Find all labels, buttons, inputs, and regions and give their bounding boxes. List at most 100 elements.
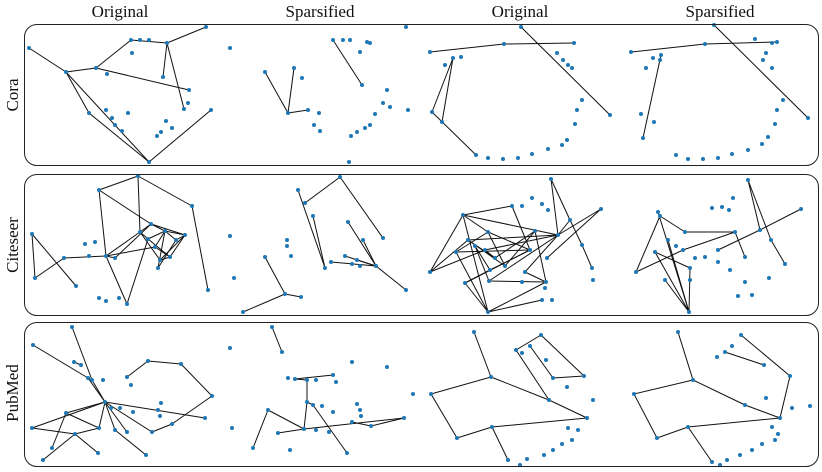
graph-node: [179, 362, 183, 366]
graph-edge: [429, 239, 469, 273]
graph-node: [455, 436, 459, 440]
graph-node: [289, 254, 293, 258]
graph-node: [138, 230, 142, 234]
graph-node: [187, 88, 191, 92]
graph-node: [170, 126, 174, 130]
graph-node: [299, 295, 303, 299]
graph-node: [730, 152, 734, 156]
graph-edge: [779, 375, 791, 419]
graph-node: [118, 406, 122, 410]
graph-node: [743, 403, 747, 407]
graph-node: [474, 153, 478, 157]
graph-node: [472, 330, 476, 334]
graph-node: [556, 233, 560, 237]
graph-node: [608, 113, 612, 117]
graph-node: [658, 58, 662, 62]
graph-node: [300, 76, 304, 80]
graph-node: [523, 270, 527, 274]
graph-edge: [630, 43, 706, 53]
graph-edge: [88, 112, 150, 163]
graph-node: [764, 396, 768, 400]
graph-edge: [105, 246, 156, 257]
graph-node: [283, 292, 287, 296]
graph-edge: [429, 249, 486, 273]
graph-node: [451, 56, 455, 60]
graph-node: [488, 268, 492, 272]
graph-node: [585, 416, 589, 420]
graph-node: [374, 264, 378, 268]
graph-panel-citeseer-original-b: [428, 177, 603, 314]
graph-edge: [462, 214, 489, 313]
graph-node: [440, 120, 444, 124]
graph-edge: [104, 401, 206, 419]
graph-node: [799, 207, 803, 211]
graph-node: [566, 426, 570, 430]
graph-edge: [104, 401, 153, 433]
graph-edge: [491, 426, 509, 461]
graph-node: [190, 204, 194, 208]
graph-edge: [362, 239, 377, 267]
graph-node: [206, 288, 210, 292]
graph-node: [149, 222, 153, 226]
graph-node: [338, 175, 342, 179]
graph-node: [463, 281, 467, 285]
graph-edge: [487, 231, 531, 251]
graph-edge: [114, 429, 147, 456]
graph-edge: [692, 379, 746, 406]
graph-node: [544, 280, 548, 284]
graph-node: [129, 38, 133, 42]
graph-edge: [487, 281, 547, 313]
graph-node: [769, 238, 773, 242]
graph-panel-pubmed-sparsified-b: [632, 330, 812, 467]
graph-node: [487, 279, 491, 283]
graph-node: [591, 398, 595, 402]
graph-node: [576, 428, 580, 432]
graph-node: [566, 63, 570, 67]
graph-node: [296, 188, 300, 192]
graph-node: [358, 408, 362, 412]
graph-edge: [294, 374, 334, 380]
graph-node: [263, 70, 267, 74]
graph-edge: [42, 433, 76, 461]
graph-edge: [515, 334, 542, 351]
graph-node: [561, 58, 565, 62]
graph-edge: [147, 230, 166, 240]
graph-edge: [65, 71, 150, 163]
graph-node: [533, 229, 537, 233]
graph-node: [686, 425, 690, 429]
graph-edge: [511, 205, 531, 251]
graph-edge: [474, 245, 491, 271]
graph-node: [31, 343, 35, 347]
graph-edge: [267, 409, 305, 430]
graph-node: [790, 406, 794, 410]
graph-edge: [503, 42, 575, 45]
graph-edge: [484, 234, 559, 251]
graph-edge: [759, 208, 802, 231]
graph-node: [204, 25, 208, 29]
graph-edge: [473, 331, 492, 378]
graph-edge: [487, 299, 543, 313]
graph-edge: [534, 230, 547, 283]
graph-edge: [491, 417, 588, 428]
graph-node: [30, 232, 34, 236]
graph-node: [350, 360, 354, 364]
graph-node: [302, 427, 306, 431]
graph-node: [720, 205, 724, 209]
graph-node: [87, 111, 91, 115]
graph-edge: [91, 379, 106, 403]
row-frame-cora: [24, 24, 819, 166]
graph-node: [778, 416, 782, 420]
graph-node: [209, 108, 213, 112]
graph-node: [580, 98, 584, 102]
graph-node: [658, 214, 662, 218]
graph-node: [546, 147, 550, 151]
graph-panel-pubmed-original-b: [429, 330, 595, 467]
graph-node: [506, 458, 510, 462]
graph-edge: [51, 412, 67, 449]
graph-node: [486, 310, 490, 314]
graph-panel-pubmed-original-a: [30, 325, 214, 462]
graph-node: [731, 196, 735, 200]
graph-node: [33, 276, 37, 280]
graph-node: [683, 230, 687, 234]
